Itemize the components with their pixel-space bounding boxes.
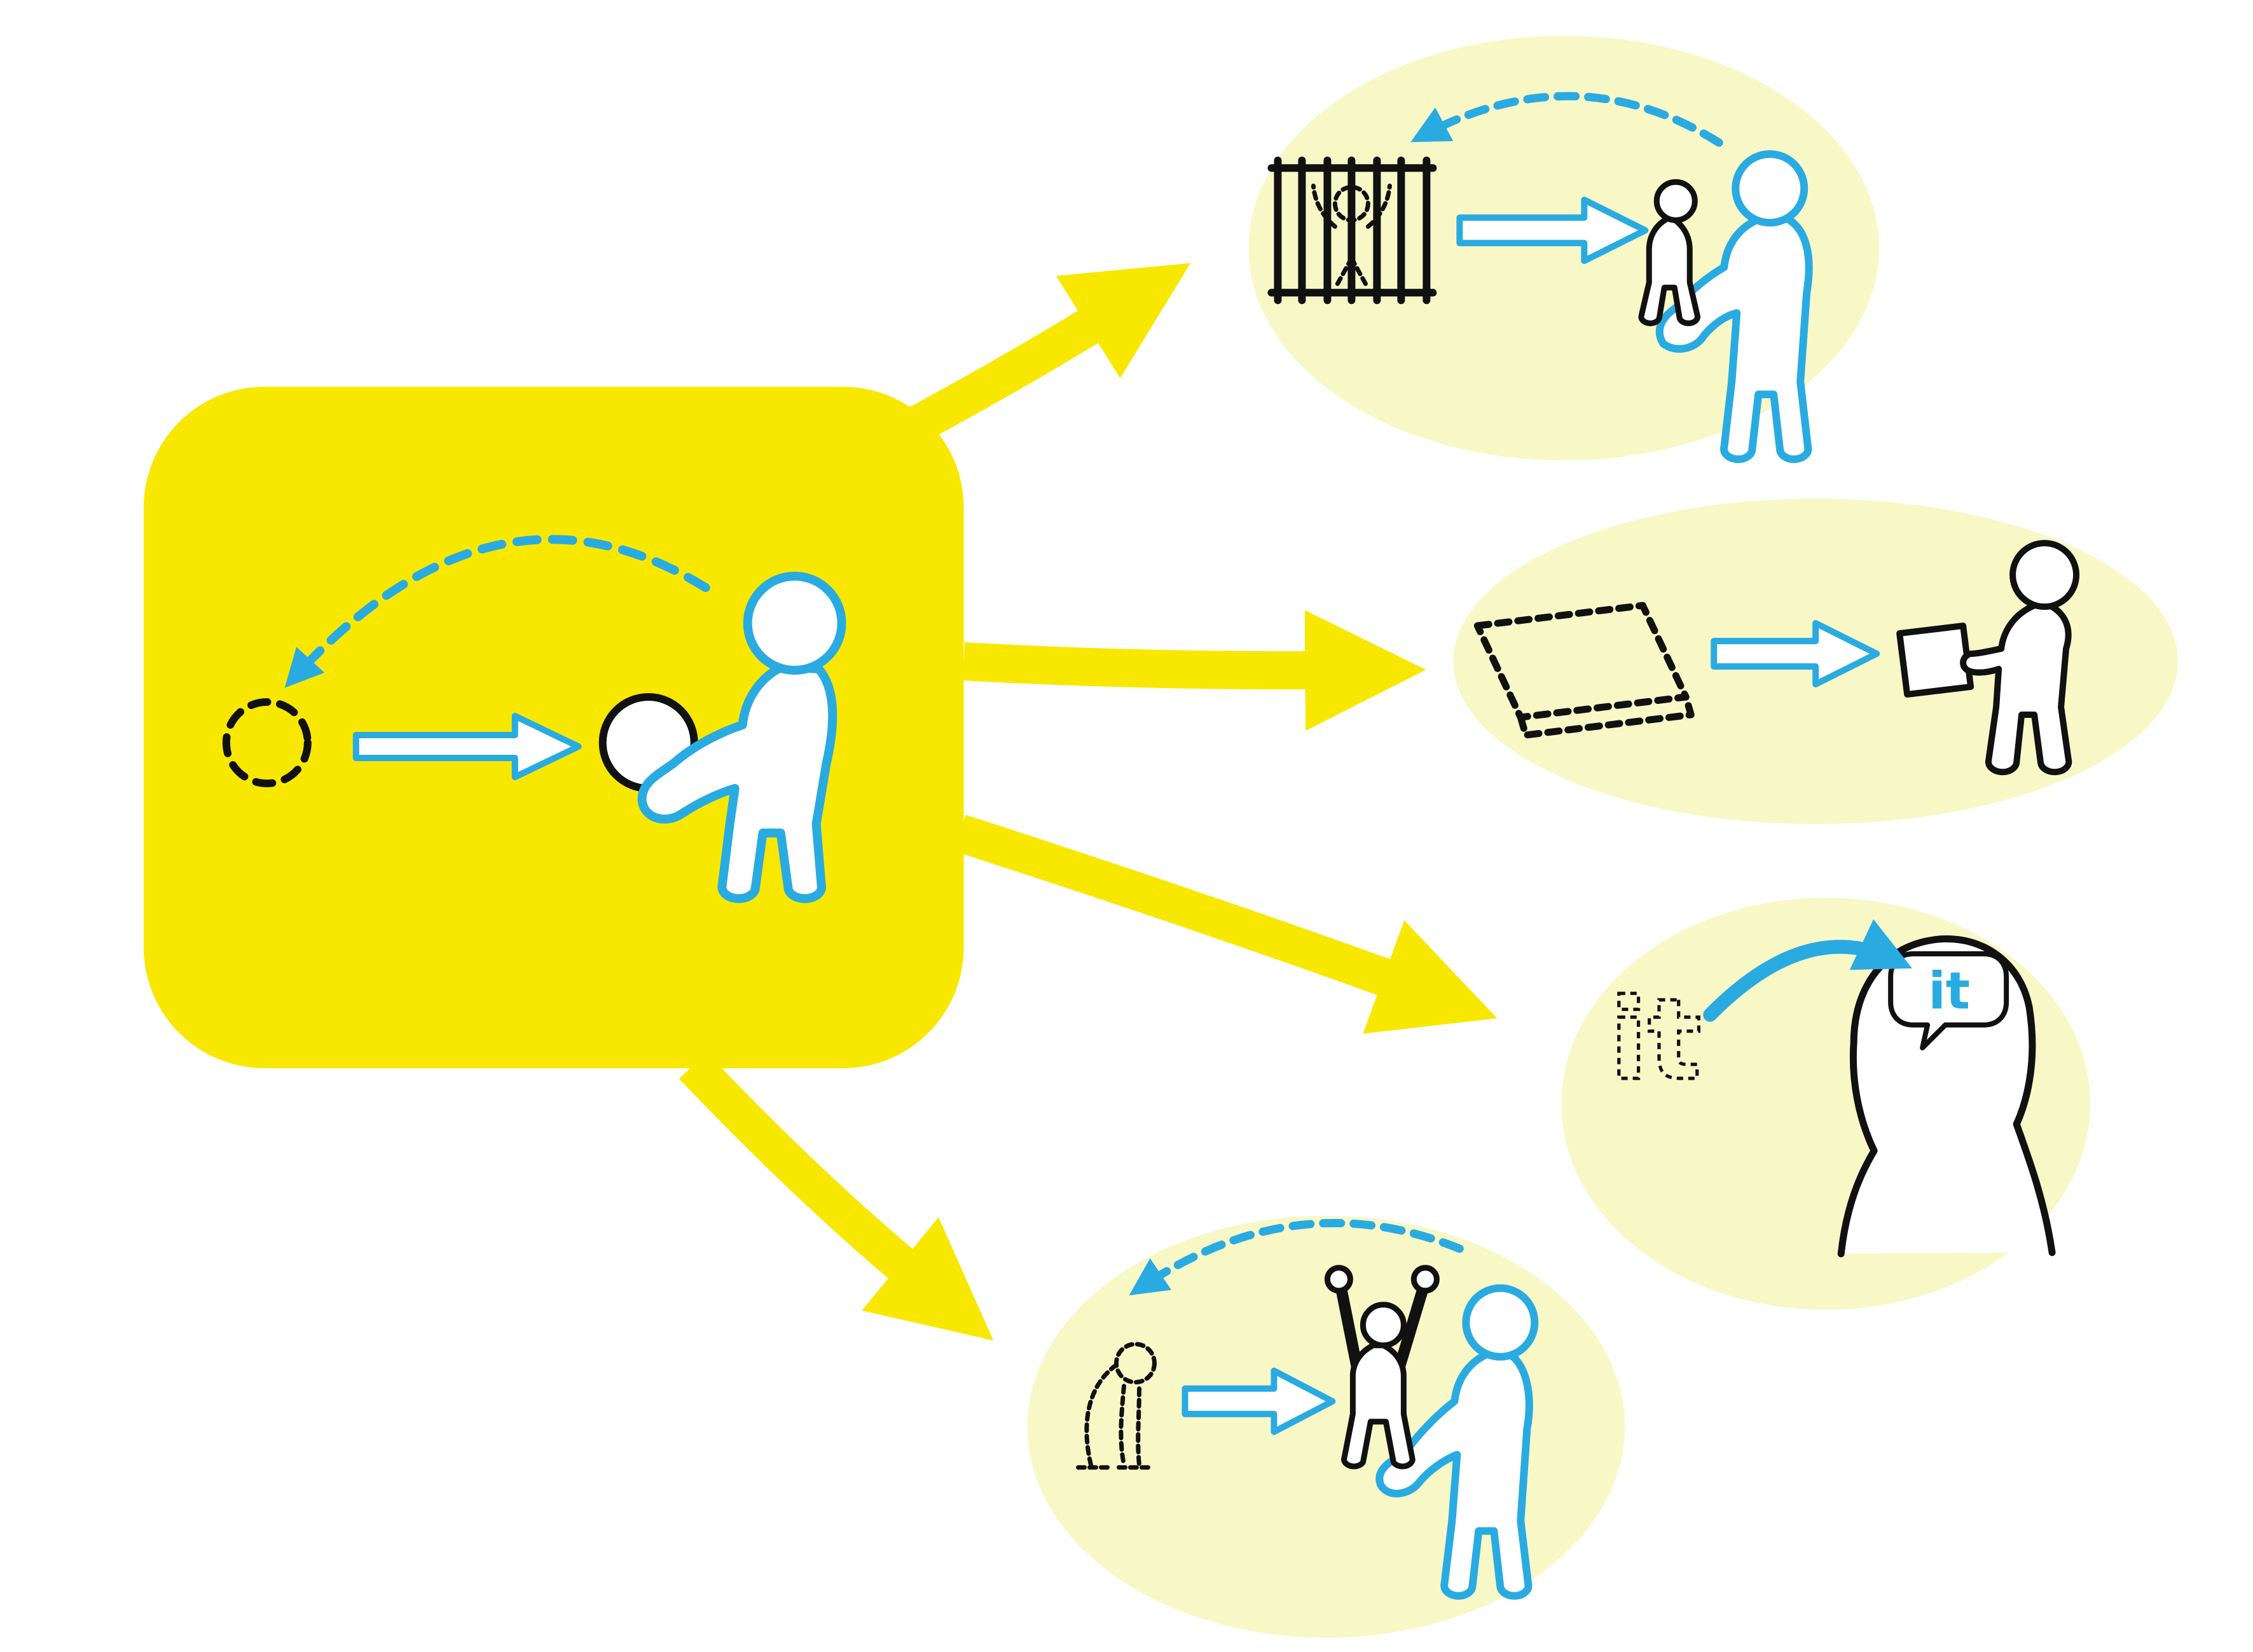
dashed-word-icon: it <box>1609 975 1701 1105</box>
dashed-book-icon <box>1473 602 1695 739</box>
raised-arms <box>1335 1283 1429 1372</box>
curved-arrow-icon <box>1703 919 1913 1022</box>
speech-bubble-icon <box>1888 951 2009 1050</box>
scene-slumped-figure-becomes-cheering-figure <box>1027 1215 1625 1638</box>
hollow-arrow-icon <box>352 713 582 781</box>
person-head <box>2009 540 2080 610</box>
scene-book-handed-over <box>1453 499 2179 825</box>
person-holding-ball-icon <box>637 572 846 904</box>
cheering-figure-head <box>1360 1302 1407 1349</box>
giver-figure-icon <box>1655 150 1813 464</box>
head-profile-icon: it <box>1837 935 2056 1258</box>
giver-figure-icon <box>1375 1284 1539 1600</box>
bubble-word-label: it <box>1928 961 1970 1021</box>
small-figure-head <box>1653 179 1698 223</box>
cheering-figure-on-hand-icon <box>1324 1265 1440 1470</box>
scene-word-it-into-head: it it <box>1561 897 2091 1310</box>
right-fist <box>1410 1265 1440 1294</box>
small-figure-on-hand-icon <box>1638 179 1700 326</box>
connector-arrow-to-book-icon <box>962 610 1426 731</box>
left-fist <box>1324 1265 1353 1294</box>
hollow-arrow-icon <box>1182 1367 1336 1435</box>
connector-arrows <box>679 263 1498 1341</box>
person-holding-book-icon <box>1960 540 2080 776</box>
book-icon <box>1896 623 1974 698</box>
connector-arrow-to-head-icon <box>954 815 1498 1034</box>
giver-head <box>1462 1284 1539 1361</box>
dashed-return-arc-icon <box>1129 1219 1464 1296</box>
hollow-arrow-icon <box>1456 196 1649 265</box>
dashed-slumped-figure-icon <box>1076 1342 1157 1470</box>
dashed-captive-figure-icon <box>1311 183 1392 286</box>
dashed-return-arc-icon <box>1410 92 1723 147</box>
scene-caged-figure-handed-over <box>1248 36 1880 464</box>
person-head <box>743 572 846 675</box>
scene-center-person-receives-ball <box>143 387 964 1068</box>
dashed-return-arc-icon <box>284 535 710 688</box>
yellow-box <box>143 387 964 1068</box>
connector-arrow-to-cheer-icon <box>679 1052 994 1341</box>
giver-head <box>1732 150 1809 227</box>
dashed-circle-icon <box>222 698 312 788</box>
hollow-arrow-icon <box>1711 620 1880 688</box>
